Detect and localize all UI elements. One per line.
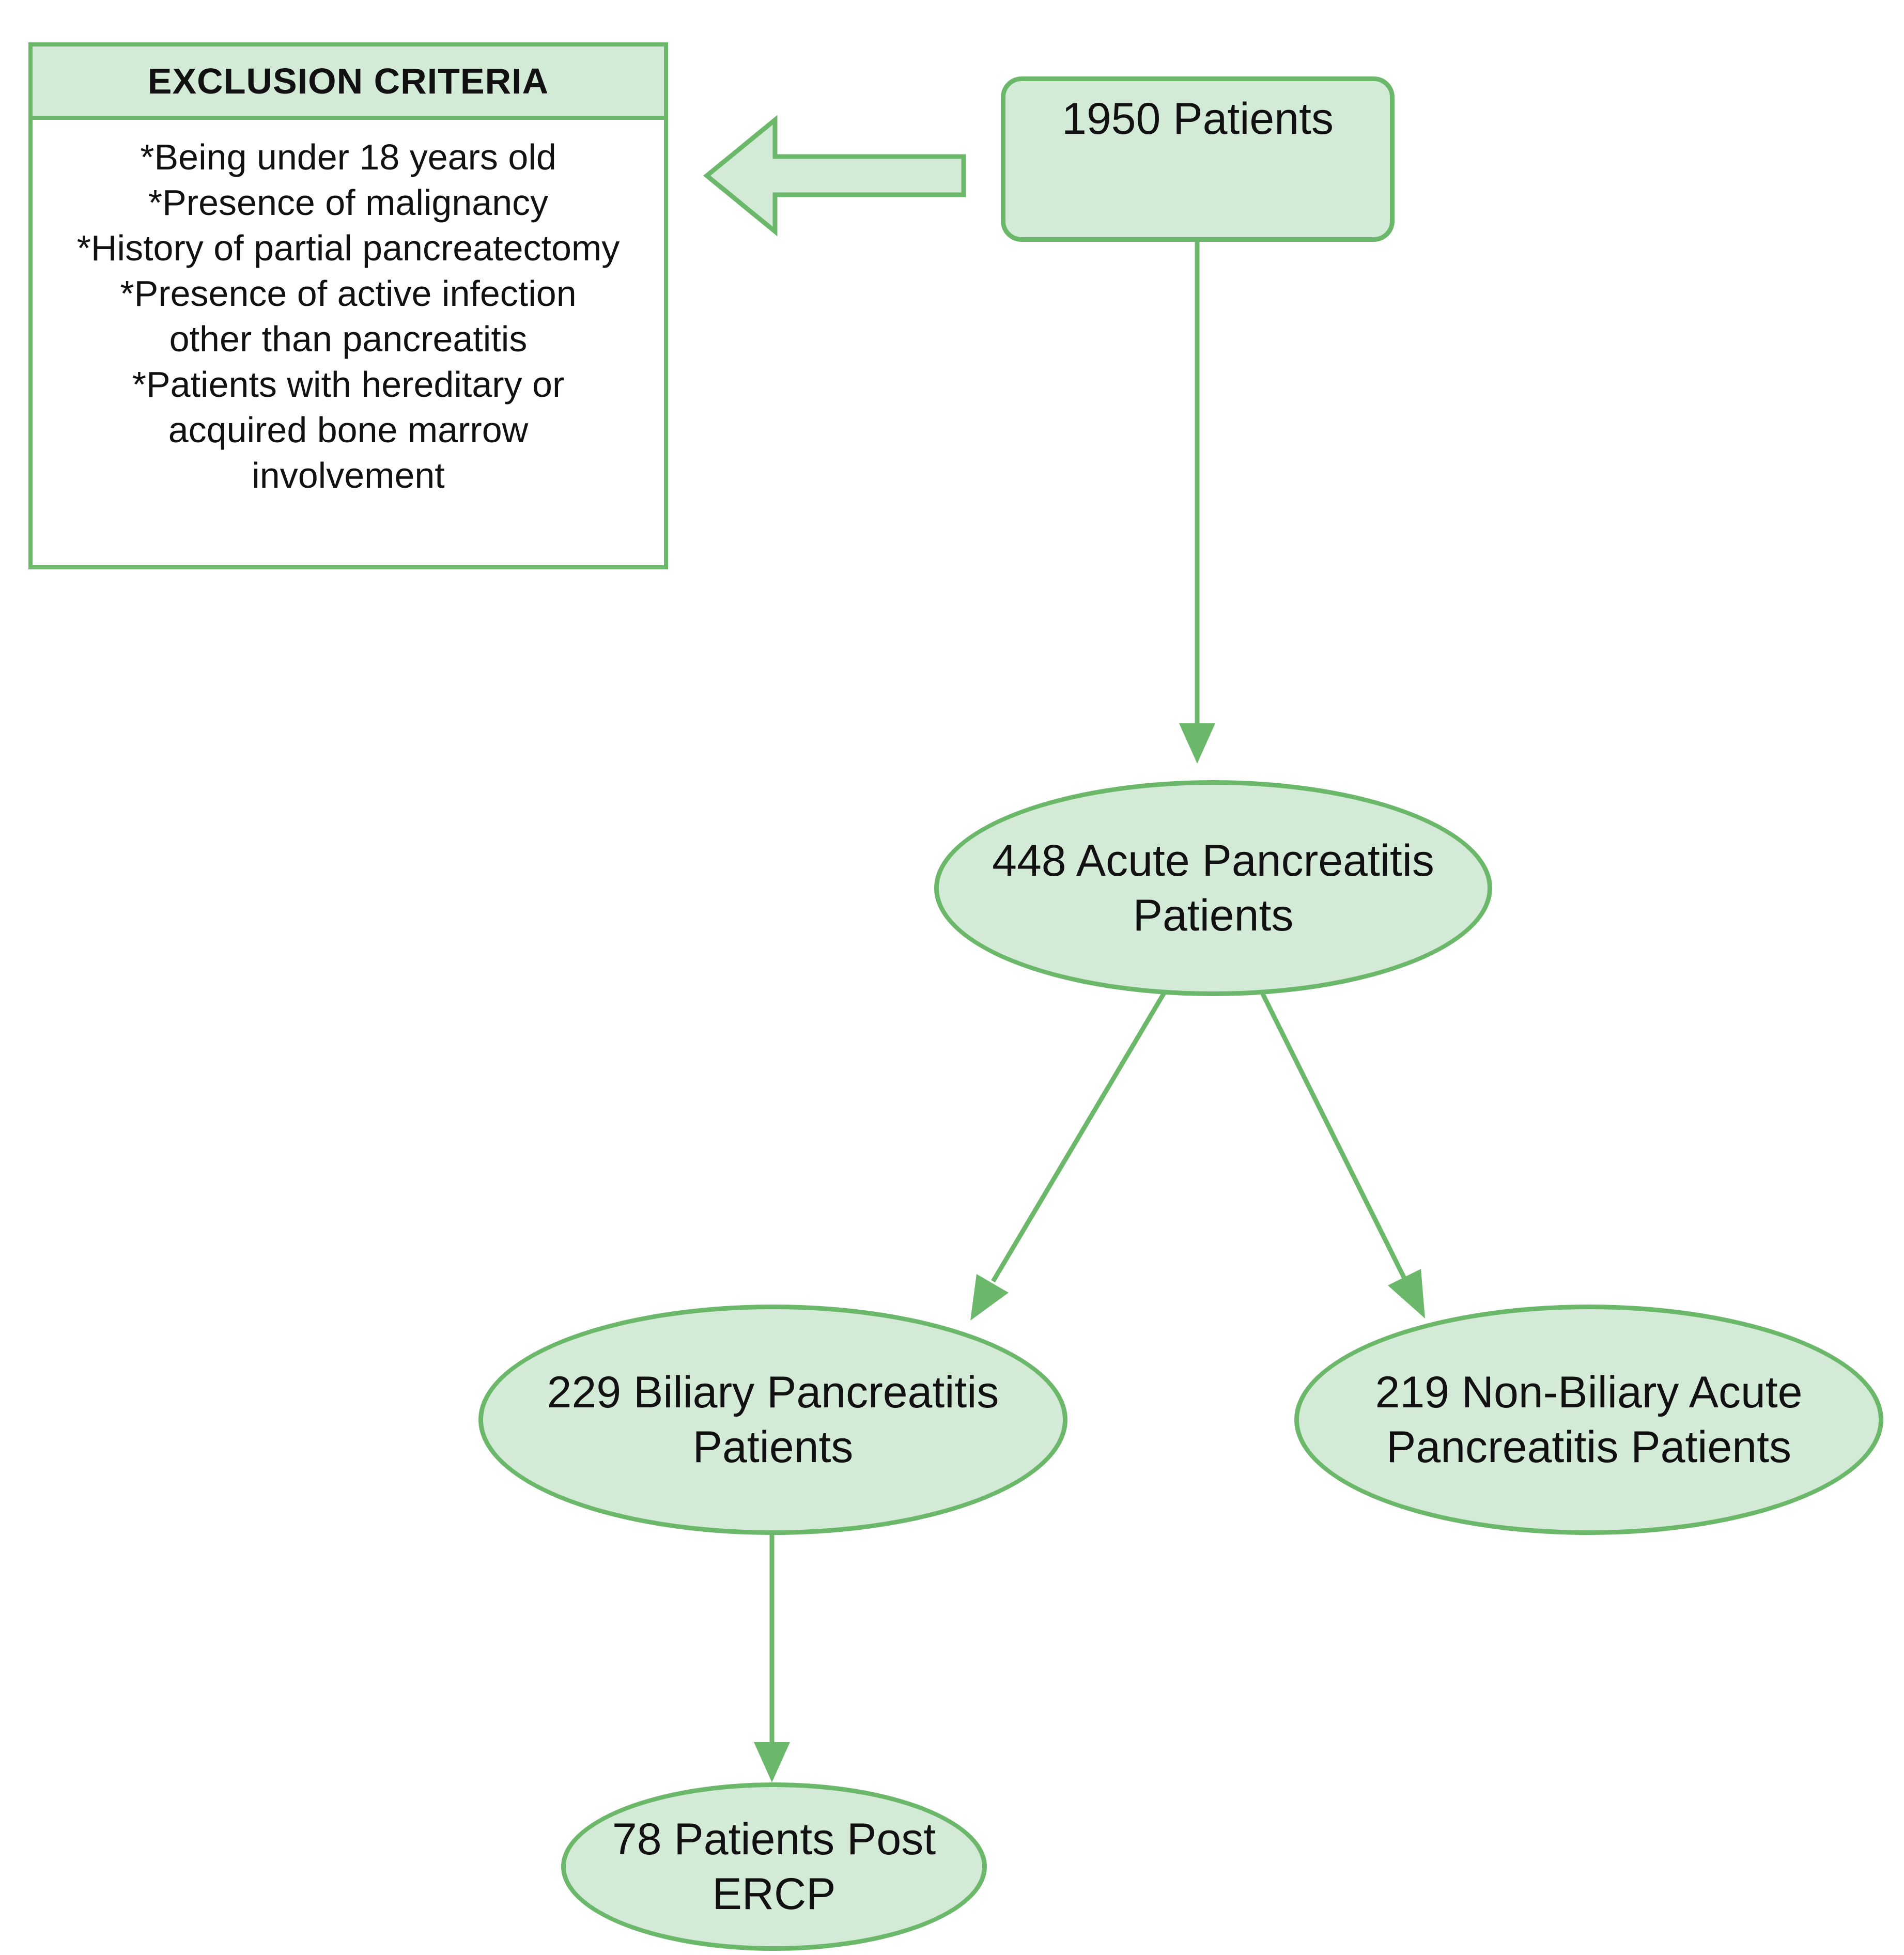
edge-acute-to-biliary <box>991 991 1166 1283</box>
exclusion-item-bone-marrow: *Patients with hereditary or acquired bo… <box>132 364 565 495</box>
arrowhead-non-biliary <box>1388 1269 1425 1318</box>
exclusion-item-malignancy: *Presence of malignancy <box>148 182 549 223</box>
arrowhead-biliary <box>970 1274 1009 1321</box>
node-acute-pancreatitis: 448 Acute Pancreatitis Patients <box>934 780 1492 996</box>
exclusion-block-arrow <box>703 115 966 237</box>
exclusion-criteria-header: EXCLUSION CRITERIA <box>33 46 664 120</box>
node-total-patients-label: 1950 Patients <box>1062 94 1334 144</box>
arrowhead-acute <box>1179 723 1215 764</box>
node-non-biliary-pancreatitis: 219 Non-Biliary Acute Pancreatitis Patie… <box>1294 1305 1883 1535</box>
node-post-ercp: 78 Patients Post ERCP <box>561 1782 987 1951</box>
node-non-biliary-pancreatitis-label: 219 Non-Biliary Acute Pancreatitis Patie… <box>1375 1368 1803 1472</box>
node-total-patients: 1950 Patients <box>1001 76 1395 242</box>
node-acute-pancreatitis-label: 448 Acute Pancreatitis Patients <box>992 836 1434 940</box>
exclusion-criteria-box: EXCLUSION CRITERIA *Being under 18 years… <box>28 42 668 569</box>
edge-acute-to-non-biliary <box>1260 991 1407 1280</box>
exclusion-criteria-list: *Being under 18 years old *Presence of m… <box>33 120 664 498</box>
exclusion-item-infection: *Presence of active infection other than… <box>120 273 577 359</box>
exclusion-criteria-title: EXCLUSION CRITERIA <box>147 61 549 101</box>
exclusion-item-pancreatectomy: *History of partial pancreatectomy <box>76 228 620 268</box>
node-biliary-pancreatitis: 229 Biliary Pancreatitis Patients <box>478 1305 1067 1535</box>
node-post-ercp-label: 78 Patients Post ERCP <box>612 1814 936 1919</box>
exclusion-item-age: *Being under 18 years old <box>140 137 556 177</box>
node-biliary-pancreatitis-label: 229 Biliary Pancreatitis Patients <box>547 1368 999 1472</box>
arrowhead-post-ercp <box>754 1742 790 1782</box>
